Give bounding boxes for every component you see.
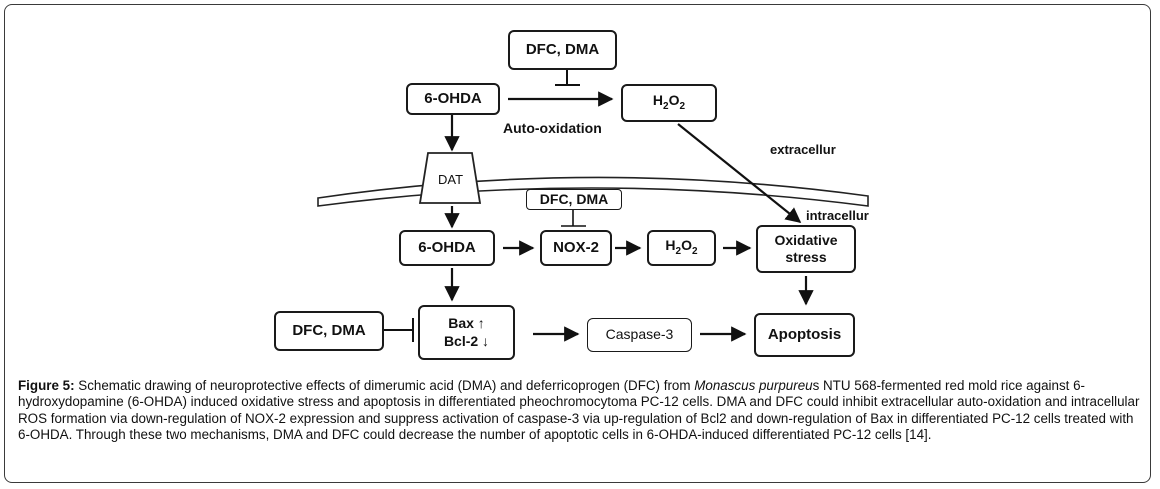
oxidative-stress-line1: Oxidative bbox=[774, 231, 838, 248]
bcl2-label: Bcl-2 ↓ bbox=[443, 332, 490, 349]
oxidative-stress-box: Oxidative stress bbox=[756, 225, 856, 273]
intracellular-label: intracellur bbox=[806, 208, 869, 223]
top-inhibitor-box: DFC, DMA bbox=[508, 30, 617, 70]
ohda-extracellular-label: 6-OHDA bbox=[424, 89, 482, 107]
ohda-intracellular-box: 6-OHDA bbox=[399, 230, 495, 266]
caspase3-label: Caspase-3 bbox=[605, 326, 674, 343]
h2o2-mid-label: H2O2 bbox=[665, 237, 698, 258]
left-inhibitor-label: DFC, DMA bbox=[292, 321, 366, 339]
mid-inhibitor-box: DFC, DMA bbox=[526, 189, 622, 210]
bax-bcl2-box: Bax ↑ Bcl-2 ↓ bbox=[418, 305, 515, 360]
caspase3-box: Caspase-3 bbox=[587, 318, 692, 352]
dat-transporter bbox=[418, 152, 482, 204]
auto-oxidation-label: Auto-oxidation bbox=[503, 120, 602, 136]
top-inhibitor-label: DFC, DMA bbox=[525, 40, 600, 58]
dat-label: DAT bbox=[438, 172, 464, 187]
figure-frame bbox=[4, 4, 1151, 483]
ohda-extracellular-box: 6-OHDA bbox=[406, 83, 500, 115]
apoptosis-label: Apoptosis bbox=[767, 325, 842, 343]
h2o2-mid-box: H2O2 bbox=[647, 230, 716, 266]
left-inhibitor-box: DFC, DMA bbox=[274, 311, 384, 351]
caption-text-part2: s NTU 568-fermented red mold rice agains… bbox=[18, 378, 1140, 443]
caption-text-part1: Schematic drawing of neuroprotective eff… bbox=[74, 378, 695, 393]
nox2-box: NOX-2 bbox=[540, 230, 612, 266]
figure-caption: Figure 5: Schematic drawing of neuroprot… bbox=[18, 378, 1140, 444]
oxidative-stress-line2: stress bbox=[785, 249, 827, 265]
h2o2-top-box: H2O2 bbox=[621, 84, 717, 122]
ohda-intracellular-label: 6-OHDA bbox=[418, 238, 476, 256]
extracellular-label: extracellur bbox=[770, 142, 836, 157]
arrow-h2o2-diffusion bbox=[677, 123, 802, 223]
bax-label: Bax ↑ bbox=[448, 315, 485, 331]
nox2-label: NOX-2 bbox=[553, 238, 599, 256]
caption-label: Figure 5: bbox=[18, 378, 75, 393]
caption-species: Monascus purpureu bbox=[694, 378, 813, 393]
mid-inhibitor-label: DFC, DMA bbox=[539, 190, 609, 207]
apoptosis-box: Apoptosis bbox=[754, 313, 855, 357]
h2o2-top-label: H2O2 bbox=[652, 92, 686, 113]
